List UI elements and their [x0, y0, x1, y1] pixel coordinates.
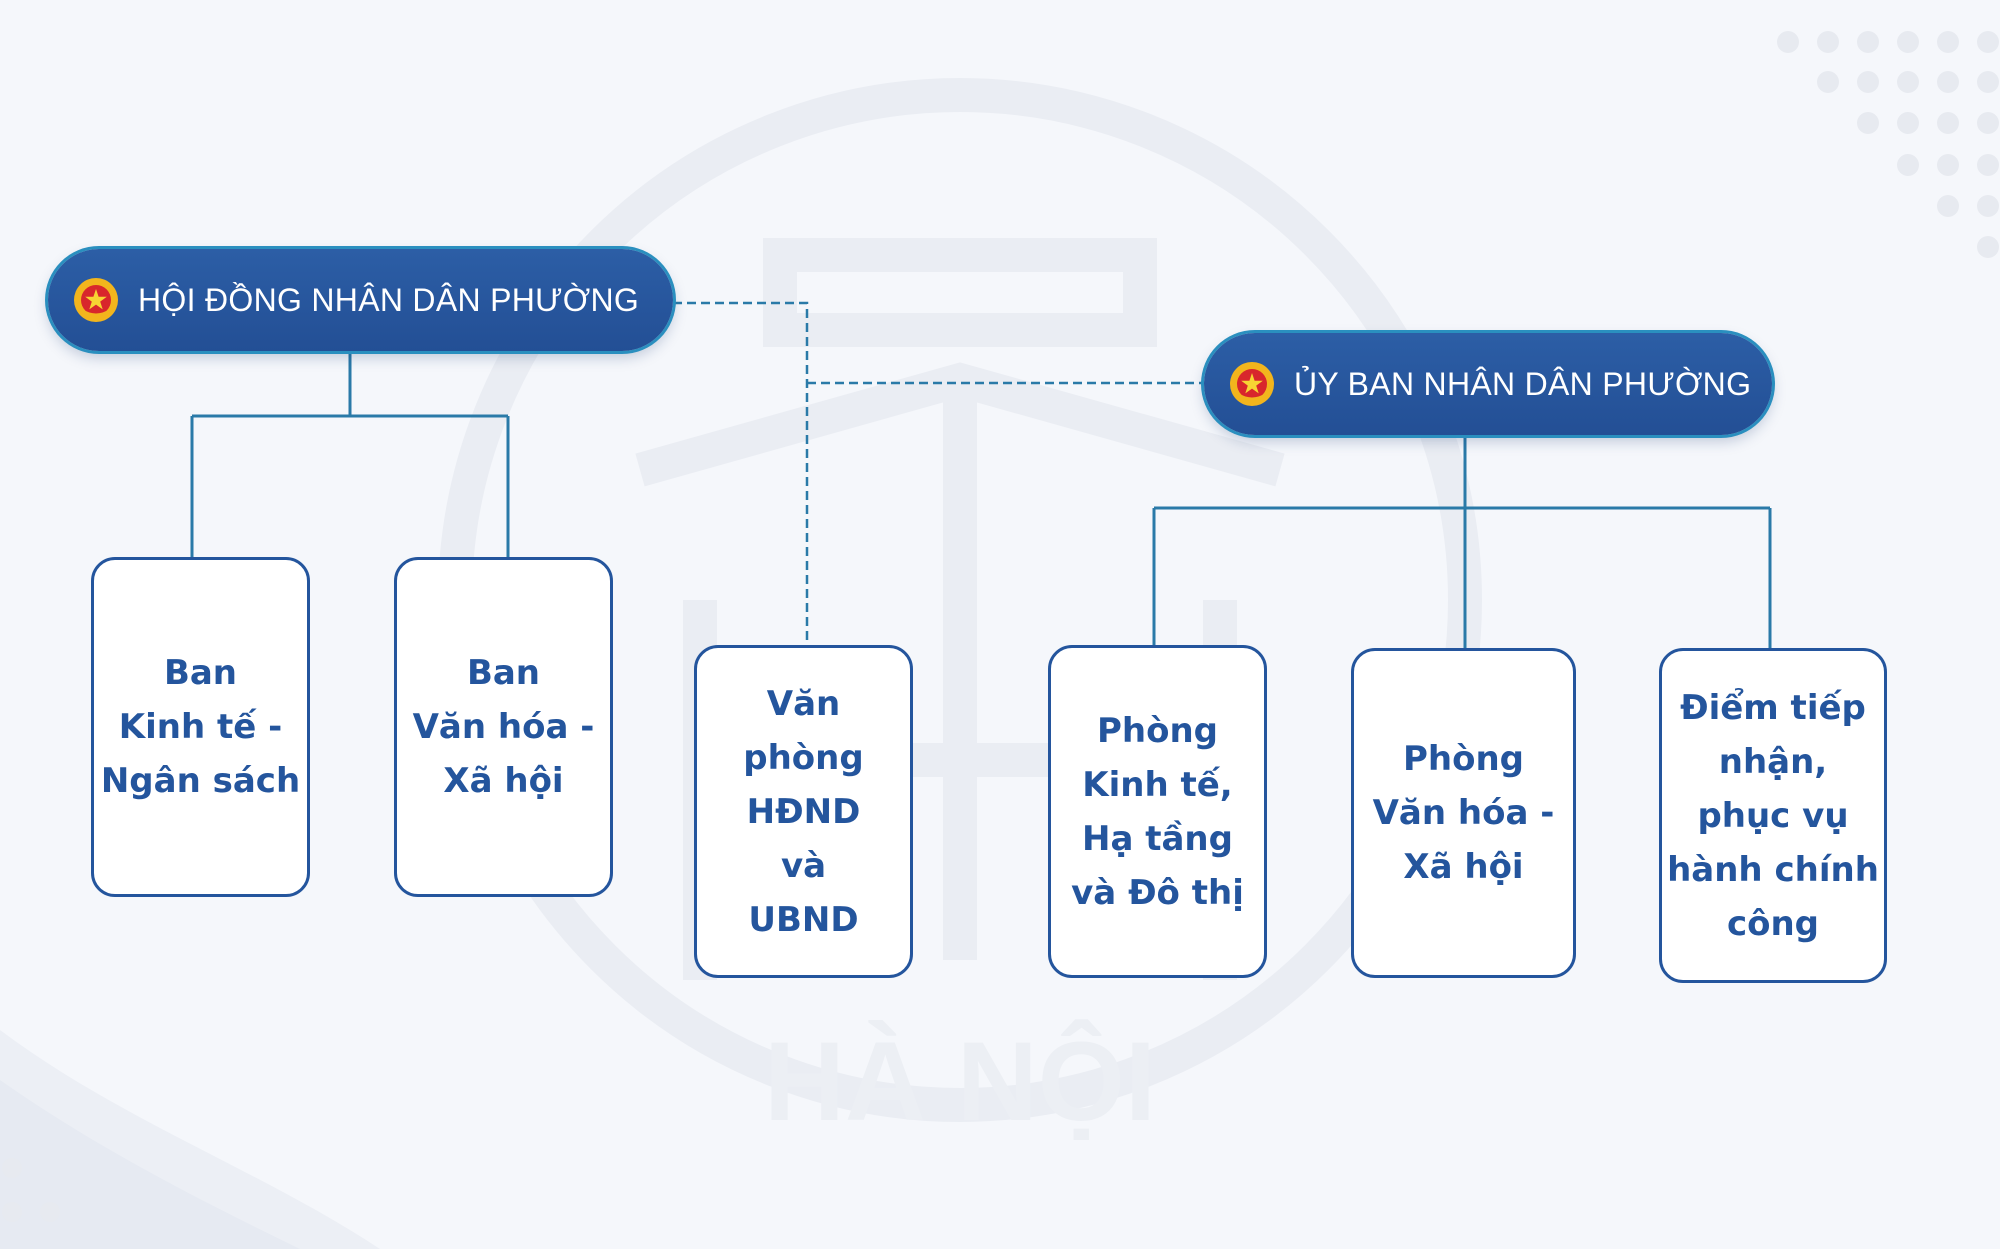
watermark-text: HÀ NỘI: [764, 1019, 1156, 1144]
economy-infrastructure-department: Phòng Kinh tế, Hạ tầng và Đô thị: [1048, 645, 1267, 978]
council-header: HỘI ĐỒNG NHÂN DÂN PHƯỜNG: [48, 249, 673, 351]
culture-society-board: Ban Văn hóa - Xã hội: [394, 557, 613, 897]
box-line: Ban: [163, 653, 238, 693]
council-tree-lines: [190, 351, 510, 558]
national-emblem-icon: [74, 278, 118, 322]
committee-header: ỦY BAN NHÂN DÂN PHƯỜNG: [1204, 333, 1772, 435]
office-dashed-lines: [673, 301, 1204, 645]
committee-tree-lines: [1152, 435, 1772, 648]
box-line: HĐND: [746, 791, 861, 832]
council-committee-office: Văn phòng HĐND và UBND: [694, 645, 913, 978]
box-line: Ngân sách: [100, 761, 301, 801]
box-line: Kinh tế -: [118, 707, 283, 747]
box-line: UBND: [748, 899, 859, 940]
box-line: nhận,: [1718, 741, 1828, 782]
box-line: Ban: [466, 653, 541, 693]
box-line: Văn hóa -: [412, 707, 595, 747]
box-line: Xã hội: [1403, 847, 1524, 887]
public-administration-service-point: Điểm tiếp nhận, phục vụ hành chính công: [1659, 648, 1887, 983]
box-line: phục vụ: [1697, 795, 1849, 836]
box-line: Xã hội: [443, 761, 564, 801]
box-line: và Đô thị: [1071, 872, 1244, 913]
box-line: công: [1726, 903, 1820, 944]
box-line: và: [780, 845, 827, 886]
background-wave: [0, 1030, 380, 1249]
box-line: Phòng: [1096, 710, 1219, 751]
committee-title: ỦY BAN NHÂN DÂN PHƯỜNG: [1294, 365, 1752, 402]
culture-society-department: Phòng Văn hóa - Xã hội: [1351, 648, 1576, 978]
economic-budget-board: Ban Kinh tế - Ngân sách: [91, 557, 310, 897]
national-emblem-icon: [1230, 362, 1274, 406]
box-line: Phòng: [1402, 739, 1524, 779]
box-line: Văn: [766, 683, 841, 724]
box-line: Văn hóa -: [1372, 793, 1555, 833]
box-line: Hạ tầng: [1082, 818, 1233, 859]
box-line: phòng: [743, 737, 864, 778]
box-line: Điểm tiếp: [1680, 687, 1866, 728]
council-title: HỘI ĐỒNG NHÂN DÂN PHƯỜNG: [138, 281, 640, 318]
background-wave-inner: [0, 1080, 300, 1249]
box-line: Kinh tế,: [1082, 764, 1233, 805]
box-line: hành chính: [1667, 849, 1879, 890]
